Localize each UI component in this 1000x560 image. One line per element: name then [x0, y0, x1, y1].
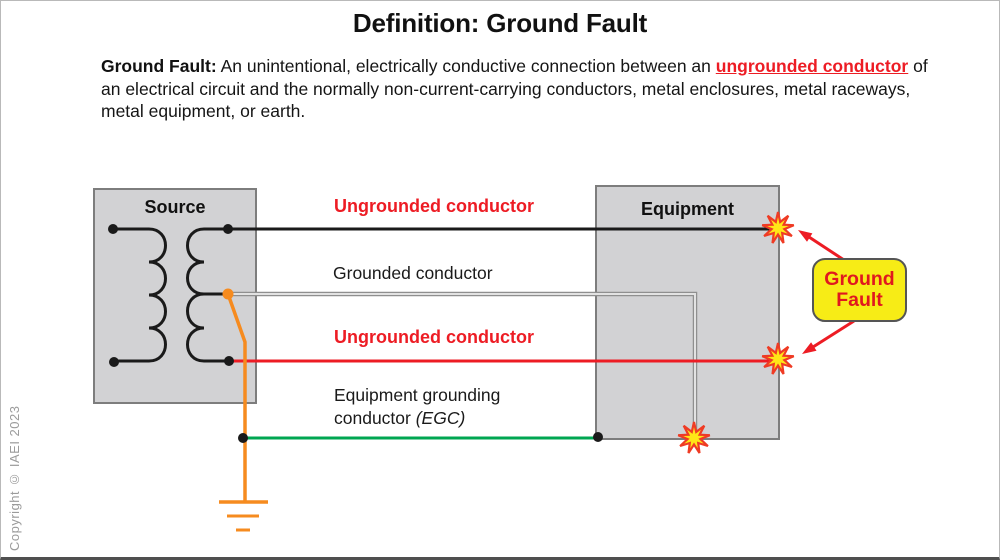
- neutral-tap-dot: [222, 288, 234, 300]
- source-label: Source: [144, 197, 206, 217]
- terminal-dot: [224, 356, 234, 366]
- ground-fault-callout-line1: Ground: [824, 268, 895, 290]
- definition-text-a: An unintentional, electrically conductiv…: [216, 56, 716, 76]
- terminal-dot: [108, 224, 118, 234]
- egc-label: Equipment grounding conductor (EGC): [334, 384, 544, 430]
- definition-lead: Ground Fault:: [101, 56, 217, 76]
- equipment-box: [595, 185, 780, 440]
- ground-symbol-icon: [219, 500, 268, 532]
- junction-dot: [238, 433, 248, 443]
- ungrounded-conductor-bottom-label: Ungrounded conductor: [334, 327, 534, 347]
- ungrounded-conductor-top-label: Ungrounded conductor: [334, 196, 534, 216]
- terminal-dot: [223, 224, 233, 234]
- definition-text-b: of an electrical circuit and the normall…: [101, 56, 928, 121]
- page-title: Definition: Ground Fault: [352, 8, 648, 38]
- ground-fault-callout: Ground Fault: [812, 258, 907, 322]
- junction-dot: [593, 432, 603, 442]
- ground-fault-callout-line2: Fault: [836, 289, 883, 311]
- copyright-notice: Copyright © IAEI 2023: [7, 405, 22, 551]
- egc-label-abbr: (EGC): [415, 408, 466, 428]
- transformer-winding-icon: [111, 227, 167, 363]
- callout-arrow-top: [798, 230, 845, 262]
- transformer-winding-icon: [186, 227, 231, 363]
- bonding-jumper-wire: [226, 293, 247, 502]
- equipment-label: Equipment: [641, 199, 734, 219]
- grounded-conductor-label: Grounded conductor: [333, 263, 493, 283]
- egc-label-line1: Equipment grounding: [334, 385, 501, 405]
- definition-paragraph: Ground Fault: An unintentional, electric…: [101, 55, 949, 123]
- definition-highlight: ungrounded conductor: [715, 56, 909, 76]
- terminal-dot: [109, 357, 119, 367]
- egc-label-line2: conductor: [334, 408, 416, 428]
- grounded-conductor-wire-core: [228, 293, 696, 435]
- callout-arrow-bottom: [802, 319, 855, 354]
